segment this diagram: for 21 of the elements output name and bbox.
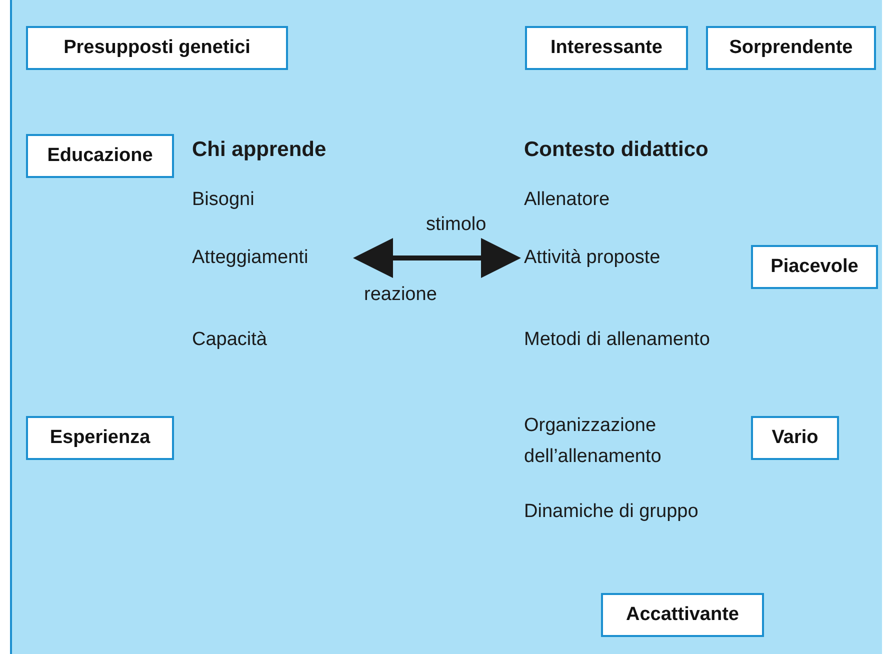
list-item: Attività proposte — [524, 242, 664, 273]
keyword-box: Interessante — [525, 26, 688, 70]
arrow-label: stimolo — [426, 213, 486, 237]
keyword-box: Presupposti genetici — [26, 26, 288, 70]
column-heading: Contesto didattico — [524, 137, 710, 163]
keyword-box: Vario — [751, 416, 839, 460]
double-arrow — [353, 238, 521, 278]
list-item: Metodi di allenamento — [524, 328, 711, 352]
list-item: Atteggiamenti — [192, 242, 362, 273]
keyword-box: Educazione — [26, 134, 174, 178]
column-heading: Chi apprende — [192, 137, 328, 163]
list-item: Allenatore — [524, 188, 611, 212]
keyword-box: Sorprendente — [706, 26, 876, 70]
keyword-box: Piacevole — [751, 245, 878, 289]
keyword-box: Accattivante — [601, 593, 764, 637]
list-item: Dinamiche di gruppo — [524, 500, 700, 524]
arrow-label: reazione — [364, 283, 438, 307]
list-item: Capacità — [192, 328, 268, 352]
list-item: Bisogni — [192, 188, 256, 212]
list-item: Organizzazione dell’allenamento — [524, 414, 662, 469]
keyword-box: Esperienza — [26, 416, 174, 460]
